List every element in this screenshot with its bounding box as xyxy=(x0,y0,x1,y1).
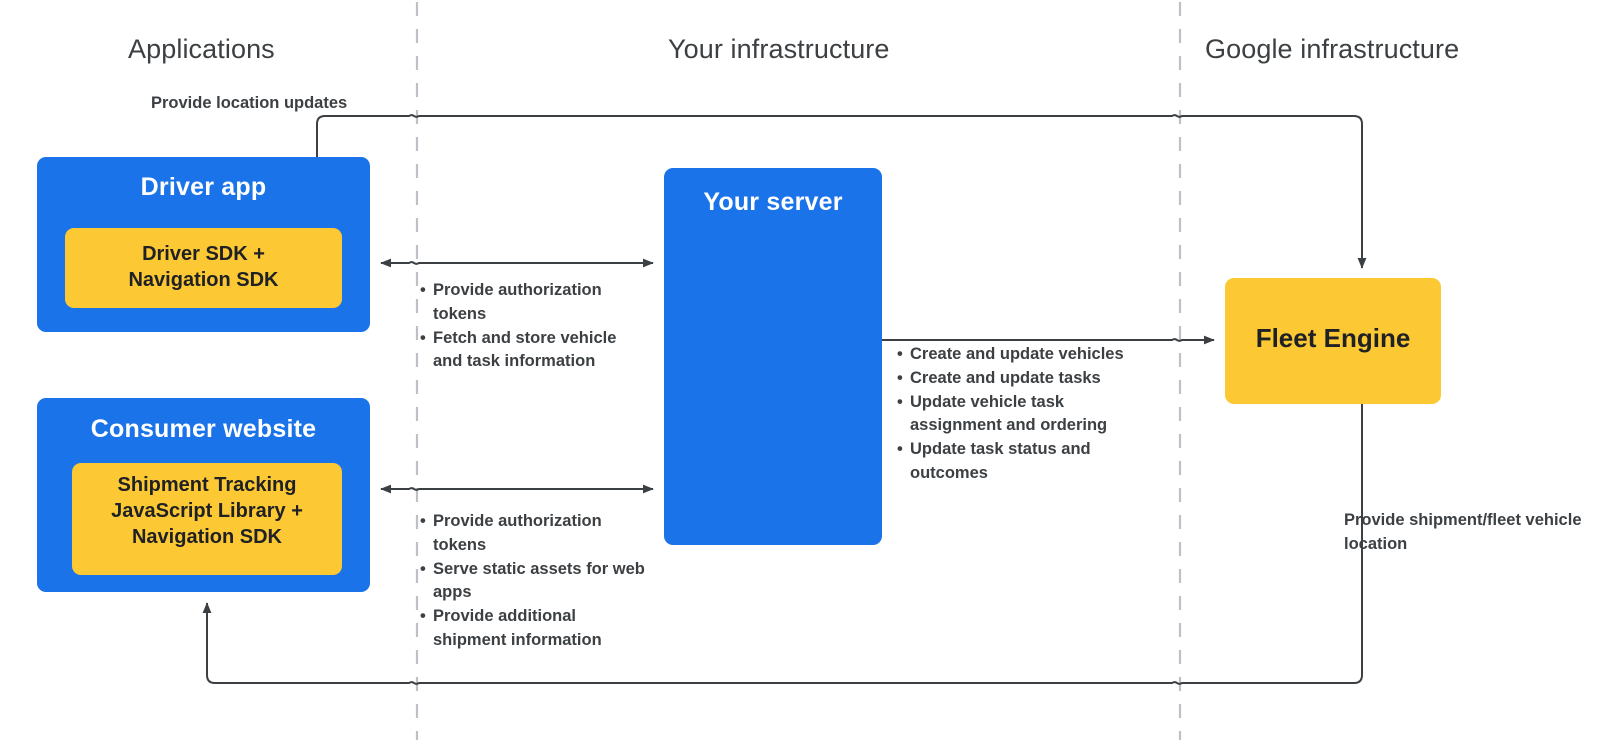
flow-list-item: Provide additional shipment information xyxy=(420,605,645,653)
zone-title-google-infrastructure: Google infrastructure xyxy=(1205,34,1460,64)
flow-list-item: Create and update vehicles xyxy=(897,343,1152,367)
label-provide-location-updates: Provide location updates xyxy=(151,94,348,112)
node-your-server-title: Your server xyxy=(703,188,843,216)
node-fleet-engine[interactable]: Fleet Engine xyxy=(1225,278,1441,404)
node-shipment-tracking-library-label: Shipment Tracking JavaScript Library + N… xyxy=(111,474,303,548)
node-driver-sdk-label: Driver SDK + Navigation SDK xyxy=(128,243,279,291)
wire-driver-app-server xyxy=(380,258,654,268)
flow-list-item: Update vehicle task assignment and order… xyxy=(897,391,1152,439)
node-consumer-website-title: Consumer website xyxy=(90,415,317,443)
flow-list-item: Provide authorization tokens xyxy=(420,279,645,327)
flow-list-consumer-website-server: Provide authorization tokensServe static… xyxy=(420,510,645,653)
flow-list-server-fleet-engine: Create and update vehiclesCreate and upd… xyxy=(897,343,1152,486)
flow-list-item: Serve static assets for web apps xyxy=(420,558,645,606)
node-driver-app-title: Driver app xyxy=(140,173,267,201)
flow-list-item: Update task status and outcomes xyxy=(897,438,1152,486)
node-your-server[interactable]: Your server xyxy=(664,168,882,545)
node-fleet-engine-label: Fleet Engine xyxy=(1255,323,1411,353)
flow-list-item: Create and update tasks xyxy=(897,367,1152,391)
node-shipment-tracking-library[interactable]: Shipment Tracking JavaScript Library + N… xyxy=(72,463,342,575)
flow-list-item: Fetch and store vehicle and task informa… xyxy=(420,327,645,375)
flow-list-item: Provide authorization tokens xyxy=(420,510,645,558)
node-driver-sdk[interactable]: Driver SDK + Navigation SDK xyxy=(65,228,342,308)
wire-consumer-website-server xyxy=(380,484,654,494)
wire-server-to-fleet-engine xyxy=(882,335,1215,345)
label-provide-shipment-fleet-vehicle-location: Provide shipment/fleet vehicle location xyxy=(1344,511,1582,553)
zone-title-your-infrastructure: Your infrastructure xyxy=(668,34,890,64)
zone-title-applications: Applications xyxy=(128,34,275,64)
flow-list-driver-app-server: Provide authorization tokensFetch and st… xyxy=(420,279,645,374)
